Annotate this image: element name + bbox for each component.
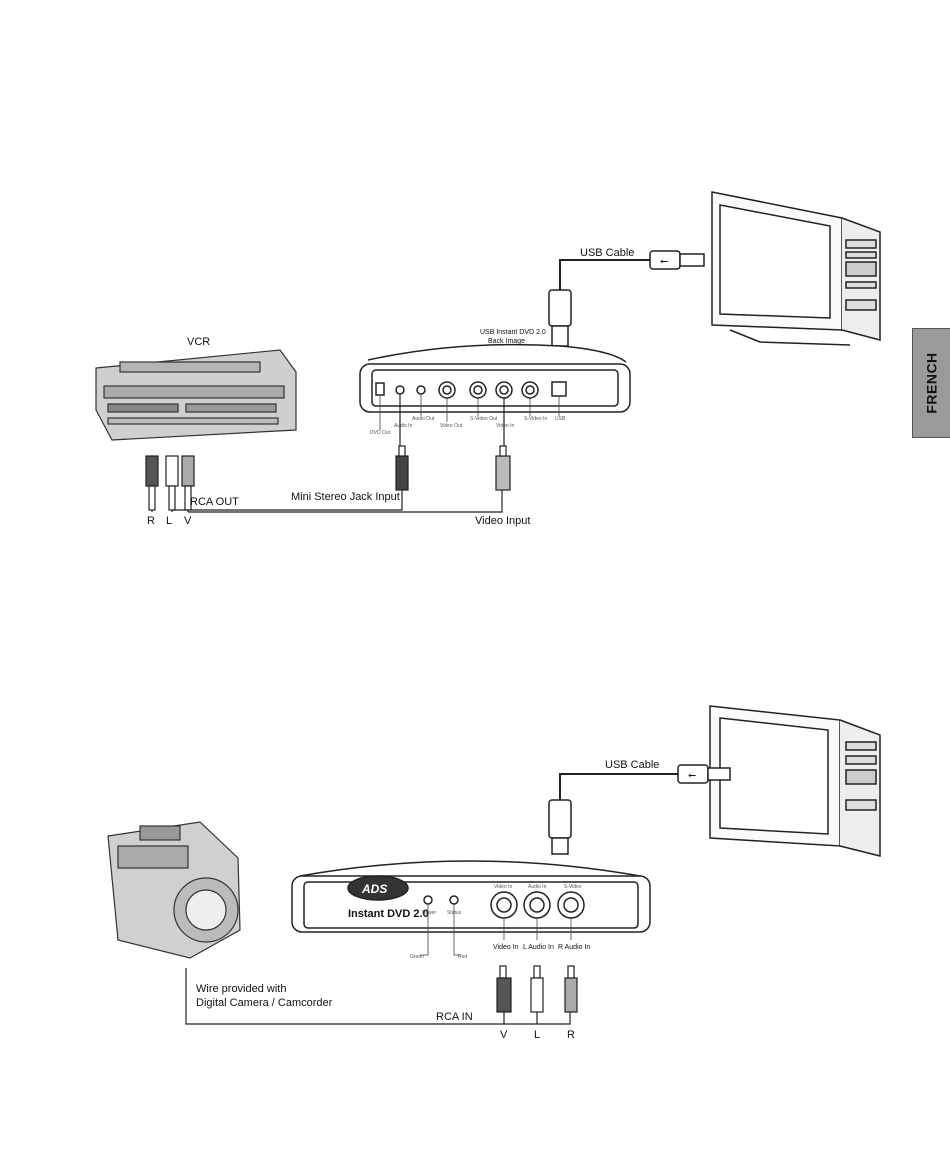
- rca-in-letter-v: V: [500, 1029, 508, 1041]
- video-input-plug: [495, 445, 511, 491]
- jack-label-r-audio: R Audio In: [558, 944, 590, 951]
- vcr-image: [95, 349, 297, 441]
- wire-label-line1: Wire provided with: [196, 983, 286, 995]
- led-leader-lines: [420, 904, 460, 956]
- wire-label-line2: Digital Camera / Camcorder: [196, 997, 333, 1009]
- instant-dvd-back-image: [359, 343, 631, 413]
- svg-text:⭠: ⭠: [688, 770, 696, 781]
- rca-in-letter-r: R: [567, 1029, 575, 1041]
- jack-top-label-1: Video In: [494, 884, 512, 890]
- rca-out-letter-l: L: [166, 515, 172, 527]
- device-model: Instant DVD 2.0: [348, 908, 429, 920]
- port-label-5: S-Video Out: [470, 416, 498, 422]
- jack-top-label-2: Audio In: [528, 884, 547, 890]
- rca-out-plugs: [145, 455, 195, 512]
- port-labels-1: DVD Out Audio In Audio Out Video Out S-V…: [370, 416, 566, 436]
- rca-in-plugs: [496, 965, 578, 1013]
- device-logo: ADS: [361, 882, 387, 896]
- jack-leader-lines: [503, 918, 572, 940]
- port-label-2: Audio In: [394, 423, 413, 429]
- usb-cable-2-label: USB Cable: [605, 759, 659, 771]
- led-sub-label-green: Green: [410, 954, 424, 960]
- usb-cable-1-label: USB Cable: [580, 247, 634, 259]
- port-label-4: Video Out: [440, 423, 463, 429]
- video-input-label: Video Input: [475, 515, 530, 527]
- mini-jack-label: Mini Stereo Jack Input: [291, 491, 400, 503]
- rca-in-letter-l: L: [534, 1029, 540, 1041]
- svg-text:⭠: ⭠: [660, 256, 668, 267]
- diagram-2: ⭠ USB Cable ADS Instant DVD 2.0: [107, 705, 881, 1041]
- computer-2-image: [709, 705, 881, 857]
- led-label-power: Power: [422, 910, 437, 916]
- port-label-7: S-Video In: [524, 416, 547, 422]
- usb-cable-1: ⭠: [548, 250, 705, 347]
- rca-in-label: RCA IN: [436, 1011, 473, 1023]
- vcr-label: VCR: [187, 336, 210, 348]
- camcorder-image: [107, 821, 241, 959]
- rca-out-letter-v: V: [184, 515, 192, 527]
- rca-out-label: RCA OUT: [190, 496, 239, 508]
- usb-cable-2: ⭠: [548, 764, 731, 855]
- led-sub-label-red: Red: [458, 954, 467, 960]
- port-label-6: Video In: [496, 423, 514, 429]
- language-tab: FRENCH: [912, 328, 950, 438]
- instant-dvd-front-image: [291, 860, 651, 933]
- device-caption-1a: USB Instant DVD 2.0: [480, 329, 546, 336]
- computer-1-image: [711, 191, 881, 346]
- jack-label-video-in: Video In: [493, 944, 519, 951]
- jack-label-l-audio: L Audio In: [523, 944, 554, 951]
- connection-lines-2: [185, 968, 571, 1025]
- device-caption-1b: Back Image: [488, 338, 525, 345]
- port-label-8: USB: [555, 416, 566, 422]
- rca-out-letter-r: R: [147, 515, 155, 527]
- port-label-1: DVD Out: [370, 430, 391, 436]
- diagram-1: ⭠ USB Cable VCR USB Instant DVD 2.0 Back…: [95, 191, 881, 527]
- jack-top-label-3: S-Video: [564, 884, 582, 890]
- port-label-3: Audio Out: [412, 416, 435, 422]
- mini-jack-plug: [395, 445, 409, 491]
